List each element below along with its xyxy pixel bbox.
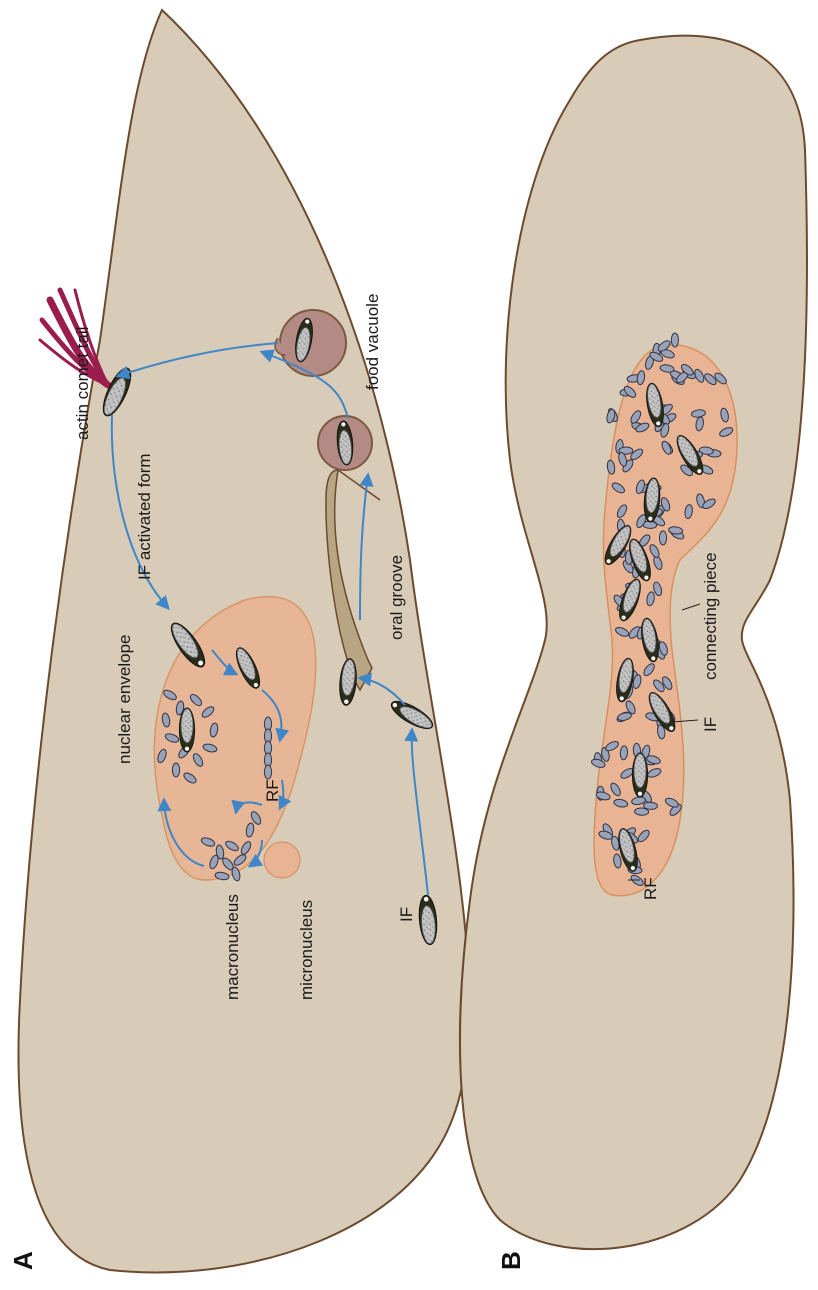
label-if-free: IF — [397, 907, 416, 922]
svg-text:food vacuole: food vacuole — [363, 294, 382, 390]
food-vacuole-2 — [280, 310, 346, 376]
label-food-vacuole: food vacuole — [363, 294, 382, 390]
label-oral-groove: oral groove — [387, 555, 406, 640]
label-nuclear-envelope: nuclear envelope — [115, 635, 134, 764]
label-rf-b: RF — [641, 877, 660, 900]
panel-a: A actin comet tail IF activated form nuc… — [8, 10, 469, 1272]
if-bacterium — [632, 753, 647, 797]
dividing-chain — [264, 717, 271, 779]
label-macronucleus: macronucleus — [223, 894, 242, 1000]
label-if-b: IF — [701, 717, 720, 732]
label-micronucleus: micronucleus — [297, 900, 316, 1000]
rf-oval — [671, 333, 678, 347]
rf-oval — [643, 802, 657, 810]
micronucleus-shape — [264, 842, 300, 878]
bacterium-in-rf-cluster — [179, 708, 194, 752]
label-actin-comet-tail: actin comet tail — [73, 327, 92, 440]
label-rf: RF — [263, 779, 282, 802]
label-connecting-piece: connecting piece — [701, 552, 720, 680]
panel-b: B connecting piece IF RF — [460, 36, 807, 1270]
rf-oval — [659, 531, 666, 545]
panel-label-a: A — [8, 1251, 38, 1270]
panel-label-b: B — [496, 1251, 526, 1270]
label-if-activated-form: IF activated form — [135, 453, 154, 580]
